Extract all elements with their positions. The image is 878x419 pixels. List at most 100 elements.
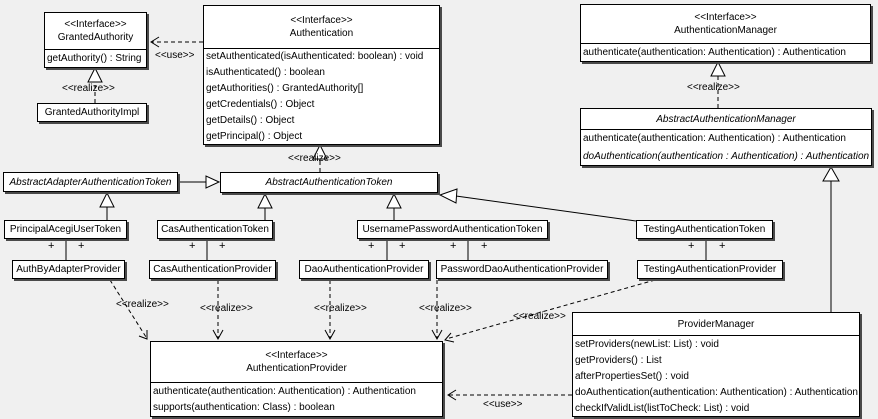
method: afterPropertiesSet() : void	[575, 370, 689, 382]
method: getProviders() : List	[575, 354, 662, 366]
edge-realize-abstract-token-to-authentication[interactable]	[312, 143, 328, 172]
class-testing-authentication-provider[interactable]: TestingAuthenticationProvider	[637, 260, 783, 279]
class-cas-authentication-token[interactable]: CasAuthenticationToken	[157, 220, 273, 239]
class-provider-manager[interactable]: ProviderManager setProviders(newList: Li…	[572, 312, 860, 417]
class-name: AbstractAuthenticationToken	[265, 177, 393, 188]
method: getAuthorities() : GrantedAuthority[]	[206, 83, 364, 95]
edge-generalization-cas-token-to-abstract-token[interactable]	[257, 192, 273, 221]
class-abstract-authentication-manager[interactable]: AbstractAuthenticationManager authentica…	[580, 108, 872, 166]
class-granted-authority[interactable]: <<Interface>> GrantedAuthority getAuthor…	[44, 12, 147, 68]
realize-label: <<realize>>	[687, 82, 740, 93]
methods-compartment: setProviders(newList: List) : void getPr…	[573, 335, 859, 416]
stereotype-label: <<Interface>>	[64, 19, 127, 30]
class-name: AuthenticationProvider	[246, 363, 347, 374]
method: setAuthenticated(isAuthenticated: boolea…	[206, 51, 424, 63]
class-cas-authentication-provider[interactable]: CasAuthenticationProvider	[149, 260, 276, 279]
class-name: PrincipalAcegiUserToken	[9, 224, 122, 235]
method: getAuthority() : String	[47, 53, 142, 64]
class-dao-authentication-provider[interactable]: DaoAuthenticationProvider	[299, 260, 429, 279]
class-name: TestingAuthenticationProvider	[643, 264, 777, 275]
edge-realize-dao-provider[interactable]	[324, 280, 336, 341]
class-name: AbstractAuthenticationManager	[656, 113, 796, 125]
class-name: DaoAuthenticationProvider	[304, 264, 424, 275]
stereotype-label: <<Interface>>	[265, 350, 328, 361]
realize-label: <<realize>>	[62, 83, 115, 94]
class-name: TestingAuthenticationToken	[643, 224, 766, 235]
edge-generalization-usernamepassword-token-to-abstract-token[interactable]	[386, 192, 402, 221]
class-name: GrantedAuthority	[57, 32, 134, 43]
edge-generalization-provider-manager-to-abstract-authentication-manager[interactable]	[822, 165, 840, 312]
class-name: ProviderManager	[677, 318, 755, 330]
realize-label: <<realize>>	[200, 303, 253, 314]
edge-realize-cas-provider[interactable]	[212, 280, 224, 341]
association-end-plus: +	[78, 240, 85, 252]
methods-compartment: authenticate(authentication: Authenticat…	[151, 382, 442, 416]
association-end-plus: +	[481, 240, 488, 252]
class-name: Authentication	[289, 28, 354, 39]
association-end-plus: +	[368, 240, 375, 252]
edge-use-provider-manager-to-authentication-provider[interactable]	[447, 389, 572, 401]
edge-realize-auth-by-adapter-provider[interactable]	[109, 279, 148, 340]
method: getPrincipal() : Object	[206, 130, 303, 142]
stereotype-label: <<Interface>>	[694, 12, 757, 23]
method: getCredentials() : Object	[206, 98, 315, 110]
class-granted-authority-impl[interactable]: GrantedAuthorityImpl	[37, 103, 147, 122]
class-abstract-adapter-authentication-token[interactable]: AbstractAdapterAuthenticationToken	[3, 172, 178, 192]
class-authentication-manager[interactable]: <<Interface>> AuthenticationManager auth…	[580, 4, 871, 62]
method: doAuthentication(authentication: Authent…	[575, 386, 858, 398]
method: supports(authentication: Class) : boolea…	[153, 402, 335, 414]
realize-label: <<realize>>	[513, 311, 566, 322]
stereotype-label: <<Interface>>	[290, 15, 353, 26]
class-name: AbstractAdapterAuthenticationToken	[9, 176, 172, 188]
class-name: AuthenticationManager	[674, 25, 777, 36]
class-name: PasswordDaoAuthenticationProvider	[440, 264, 604, 275]
edge-use-authentication-to-granted-authority[interactable]	[150, 36, 203, 48]
class-password-dao-authentication-provider[interactable]: PasswordDaoAuthenticationProvider	[436, 260, 608, 279]
methods-compartment: setAuthenticated(isAuthenticated: boolea…	[204, 48, 439, 144]
class-authentication-provider[interactable]: <<Interface>> AuthenticationProvider aut…	[150, 341, 443, 417]
method: checkIfValidList(listToCheck: List) : vo…	[575, 402, 750, 414]
method: authenticate(authentication: Authenticat…	[583, 133, 846, 145]
class-authentication[interactable]: <<Interface>> Authentication setAuthenti…	[203, 5, 440, 145]
class-testing-authentication-token[interactable]: TestingAuthenticationToken	[636, 220, 773, 239]
methods-compartment: authenticate(authentication: Authenticat…	[581, 129, 871, 165]
class-header: <<Interface>> Authentication	[204, 6, 439, 48]
edge-realize-password-dao-provider[interactable]	[431, 280, 443, 341]
realize-label: <<realize>>	[116, 299, 169, 310]
methods-compartment: authenticate(authentication: Authenticat…	[581, 43, 870, 61]
association-end-plus: +	[450, 240, 457, 252]
class-header: <<Interface>> AuthenticationProvider	[151, 342, 442, 382]
edge-realize-abstract-manager-to-authentication-manager[interactable]	[710, 60, 726, 108]
class-name: CasAuthenticationProvider	[153, 264, 272, 275]
class-header: <<Interface>> GrantedAuthority	[45, 13, 146, 49]
class-header: <<Interface>> AuthenticationManager	[581, 5, 870, 43]
class-header: AbstractAuthenticationManager	[581, 109, 871, 129]
class-username-password-authentication-token[interactable]: UsernamePasswordAuthenticationToken	[357, 220, 548, 239]
class-principal-acegi-user-token[interactable]: PrincipalAcegiUserToken	[4, 220, 127, 239]
edge-realize-granted-authority-impl[interactable]	[87, 66, 103, 103]
class-abstract-authentication-token[interactable]: AbstractAuthenticationToken	[220, 172, 438, 193]
method: authenticate(authentication: Authenticat…	[153, 385, 416, 397]
class-name: CasAuthenticationToken	[161, 224, 269, 235]
methods-compartment: getAuthority() : String	[45, 49, 146, 67]
method: isAuthenticated() : boolean	[206, 67, 325, 79]
edge-generalization-principal-token-to-adapter-token[interactable]	[99, 191, 115, 221]
class-header: ProviderManager	[573, 313, 859, 335]
association-end-plus: +	[688, 240, 695, 252]
edge-realize-testing-provider[interactable]	[444, 279, 656, 343]
method: setProviders(newList: List) : void	[575, 338, 719, 350]
method: authenticate(authentication: Authenticat…	[583, 47, 846, 58]
realize-label: <<realize>>	[419, 303, 472, 314]
association-end-plus: +	[219, 240, 226, 252]
method: getDetails() : Object	[206, 114, 295, 126]
realize-label: <<realize>>	[288, 153, 341, 164]
association-end-plus: +	[399, 240, 406, 252]
class-auth-by-adapter-provider[interactable]: AuthByAdapterProvider	[12, 260, 125, 279]
edge-generalization-adapter-token-to-abstract-token[interactable]	[178, 175, 221, 189]
class-name: GrantedAuthorityImpl	[44, 107, 140, 118]
realize-label: <<realize>>	[314, 303, 367, 314]
use-label: <<use>>	[483, 399, 523, 410]
edge-generalization-testing-token-to-abstract-token[interactable]	[438, 188, 637, 222]
class-name: AuthByAdapterProvider	[16, 264, 121, 275]
